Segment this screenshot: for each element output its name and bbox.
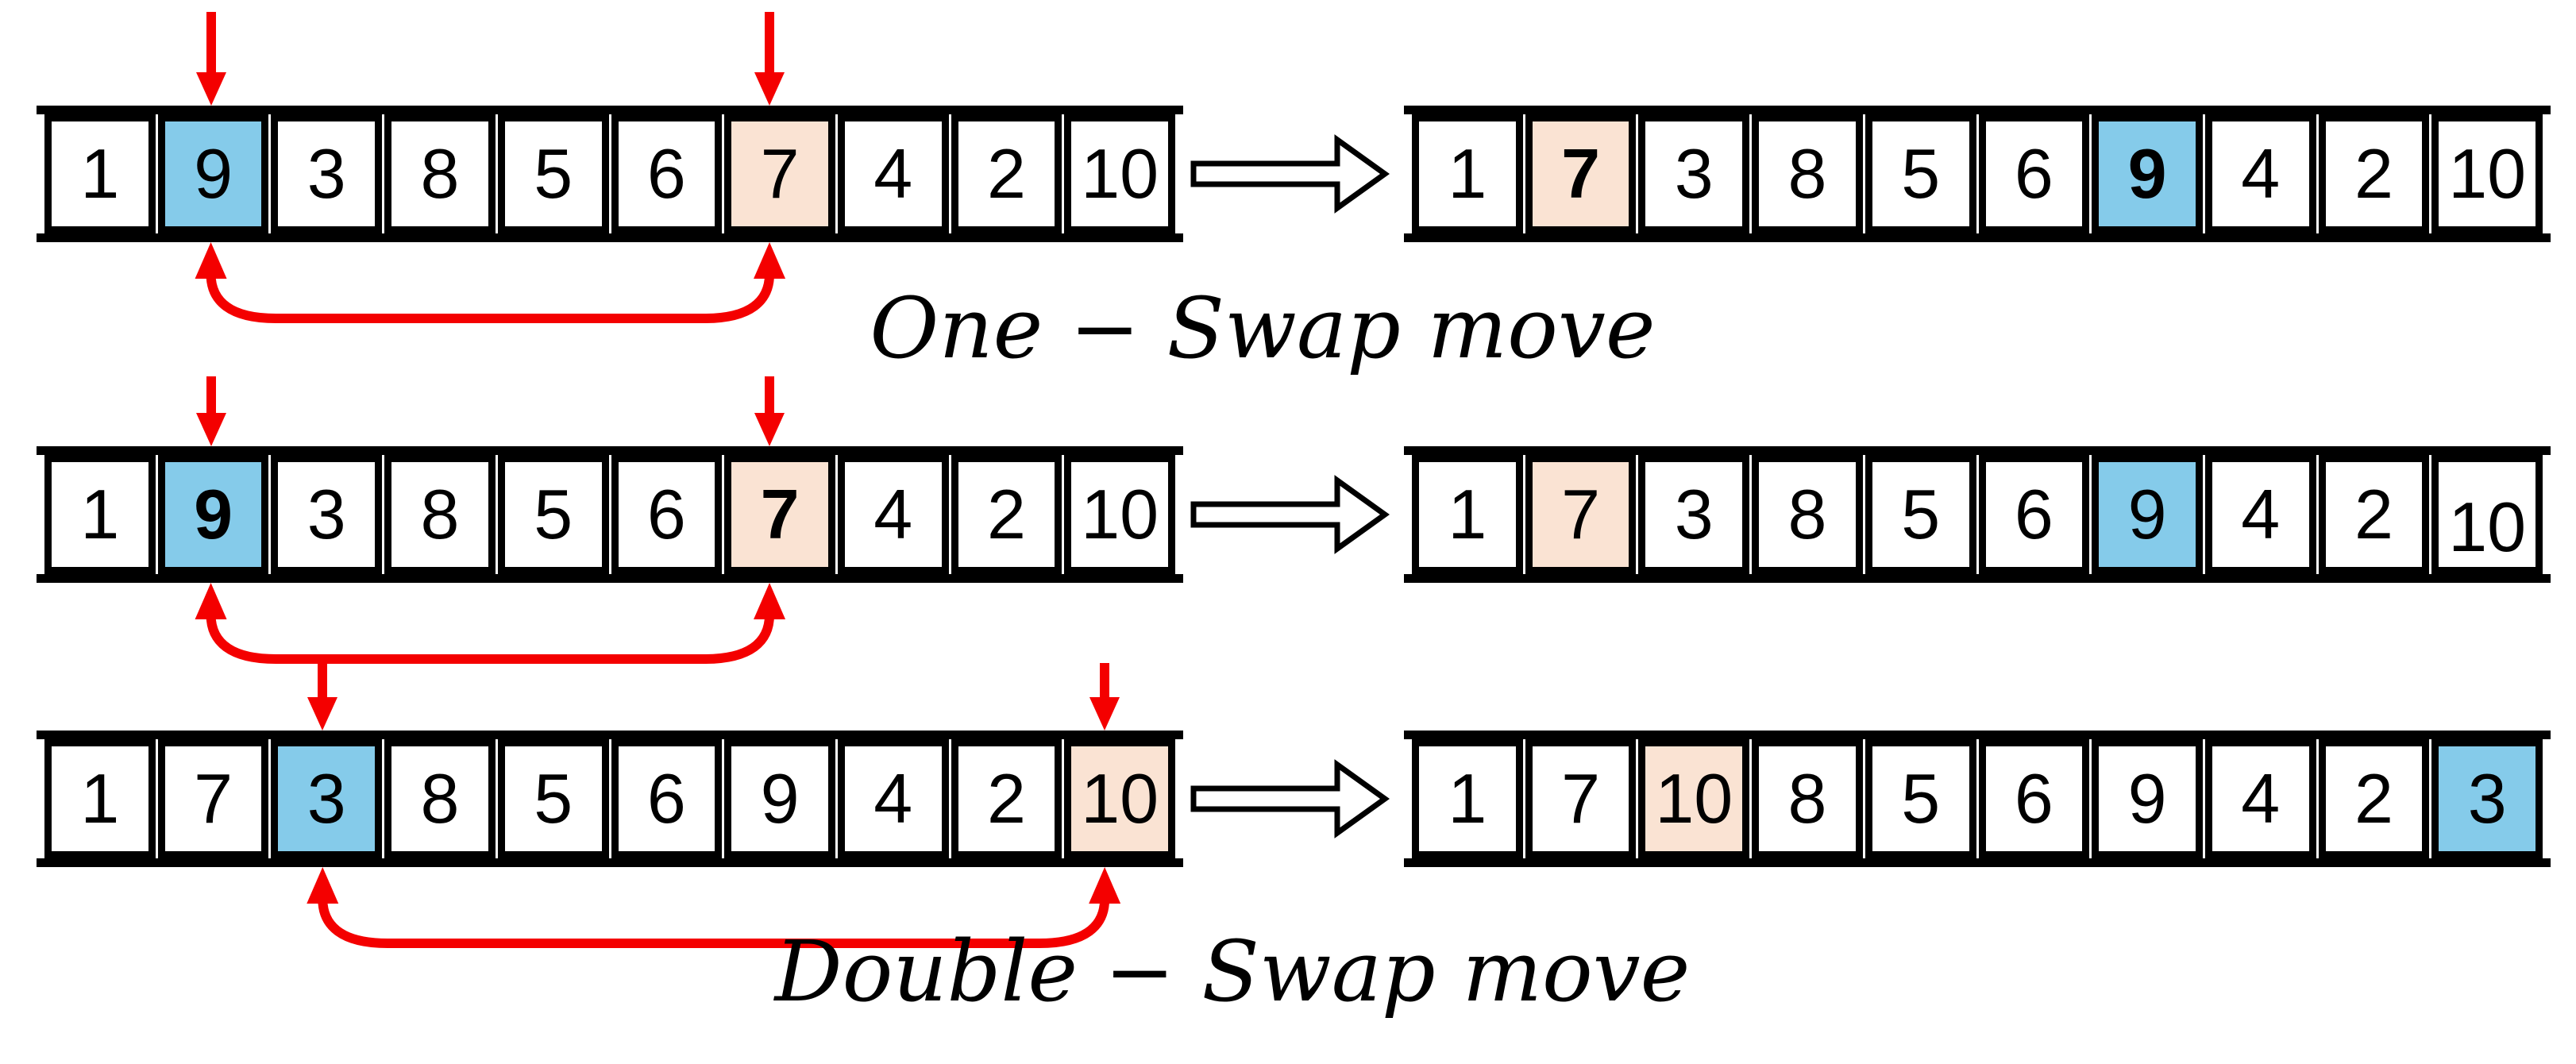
array-cell: 4 [837, 455, 949, 574]
array-cell: 9 [724, 739, 835, 858]
array-cell: 8 [1752, 455, 1863, 574]
array-cell: 8 [384, 739, 496, 858]
array-cell: 10 [1064, 739, 1176, 858]
pointer-down-arrow-icon [754, 12, 785, 106]
array-cell: 4 [2204, 114, 2316, 233]
array-cell: 5 [1865, 455, 1976, 574]
double-swap-label: Double − Swap move [774, 923, 1691, 1020]
array-cell: 5 [497, 739, 609, 858]
array-cell: 6 [611, 739, 723, 858]
array-cell: 6 [1978, 114, 2090, 233]
swap-connector-arrow-icon-row2 [195, 583, 786, 664]
array-cell: 2 [951, 114, 1062, 233]
array-cell: 2 [2318, 739, 2430, 858]
array-cell: 8 [1752, 114, 1863, 233]
array-cell: 10 [1064, 114, 1176, 233]
array-cell: 9 [157, 455, 269, 574]
pointer-down-arrow-icon [195, 12, 226, 106]
array-cell: 8 [384, 455, 496, 574]
pointer-down-arrow-icon [307, 663, 338, 731]
array-cell: 6 [611, 455, 723, 574]
swap-connector-arrow-icon-row3 [307, 867, 1121, 948]
array-cell: 2 [951, 455, 1062, 574]
array-cell: 8 [384, 114, 496, 233]
array-cell: 7 [724, 114, 835, 233]
array-cell: 3 [271, 114, 383, 233]
implies-arrow-icon-row2 [1190, 475, 1390, 554]
pointer-down-arrow-icon [195, 376, 226, 446]
implies-arrow-icon-row1 [1190, 134, 1390, 214]
array-cell: 10 [1638, 739, 1750, 858]
array-cell: 3 [271, 739, 383, 858]
array-cell: 4 [837, 114, 949, 233]
array-cell: 5 [1865, 114, 1976, 233]
array-cell: 4 [2204, 739, 2316, 858]
array-cell: 1 [1412, 739, 1523, 858]
array-cell: 5 [497, 455, 609, 574]
array-cell: 3 [1638, 114, 1750, 233]
one-swap-label: One − Swap move [870, 279, 1656, 377]
array-cell: 4 [837, 739, 949, 858]
array-cell: 6 [1978, 455, 2090, 574]
array-cell: 3 [2431, 739, 2543, 858]
array-cell: 7 [157, 739, 269, 858]
array-cell: 8 [1752, 739, 1863, 858]
array-cell: 6 [611, 114, 723, 233]
array-cell: 9 [157, 114, 269, 233]
array-cell: 3 [271, 455, 383, 574]
array-cell: 10 [1064, 455, 1176, 574]
implies-arrow-icon-row3 [1190, 759, 1390, 838]
array-cell: 6 [1978, 739, 2090, 858]
array-cell: 1 [44, 739, 156, 858]
array-cell: 9 [2092, 739, 2203, 858]
array-cell: 10 [2431, 114, 2543, 233]
array-cell: 10 [2431, 455, 2543, 574]
pointer-down-arrow-icon [1089, 663, 1120, 731]
array-cell: 7 [1525, 739, 1637, 858]
array-cell: 2 [2318, 455, 2430, 574]
pointer-down-arrow-icon [754, 376, 785, 446]
array-cell: 2 [2318, 114, 2430, 233]
array-cell: 1 [44, 455, 156, 574]
array-cell: 7 [724, 455, 835, 574]
swap-connector-arrow-icon-row1 [195, 242, 786, 323]
array-cell: 7 [1525, 455, 1637, 574]
array-cell: 1 [1412, 114, 1523, 233]
array-cell: 1 [1412, 455, 1523, 574]
array-cell: 9 [2092, 455, 2203, 574]
array-cell: 1 [44, 114, 156, 233]
array-cell: 3 [1638, 455, 1750, 574]
array-cell: 5 [1865, 739, 1976, 858]
array-cell: 4 [2204, 455, 2316, 574]
array-cell: 7 [1525, 114, 1637, 233]
array-cell: 9 [2092, 114, 2203, 233]
array-cell: 2 [951, 739, 1062, 858]
array-cell: 5 [497, 114, 609, 233]
